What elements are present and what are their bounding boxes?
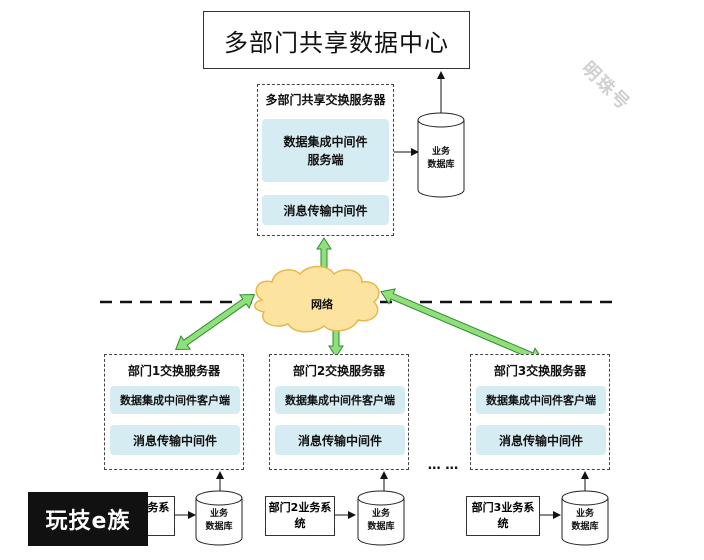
hub-messaging-label: 消息传输中间件 [283,203,368,218]
dept1-server-title: 部门1交换服务器 [127,364,221,378]
dept2-server-title: 部门2交换服务器 [292,364,386,378]
dept2-db-label: 业务 数据库 [358,508,404,534]
dept2-system-line1: 部门2业务系 [268,501,332,514]
dept2-exchange-server: 部门2交换服务器 数据集成中间件客户端 消息传输中间件 [269,354,409,470]
dept3-messaging-panel: 消息传输中间件 [476,425,606,455]
dept2-messaging-panel: 消息传输中间件 [275,425,405,455]
dept1-messaging-panel: 消息传输中间件 [110,425,240,455]
dept2-db-label-line2: 数据库 [367,522,395,532]
hub-integration-line2: 服务端 [307,152,344,167]
dept1-db-label-line2: 数据库 [205,522,233,532]
hub-database [417,112,465,198]
dept3-integration-panel: 数据集成中间件客户端 [476,386,606,414]
hub-server-title: 多部门共享交换服务器 [265,93,386,107]
dept1-db-label: 业务 数据库 [196,508,242,534]
dept1-exchange-server: 部门1交换服务器 数据集成中间件客户端 消息传输中间件 [104,354,244,470]
network-cloud [254,265,380,333]
network-dept1-double-arrow [174,293,256,351]
dept3-db-label-line1: 业务 [575,509,594,519]
dept3-db-label: 业务 数据库 [562,508,608,534]
hub-integration-panel: 数据集成中间件 服务端 [262,119,389,182]
dept2-integration-label: 数据集成中间件客户端 [285,394,395,407]
dept2-business-system: 部门2业务系 统 [265,496,335,536]
dept1-db-label-line1: 业务 [209,509,228,519]
dept2-database [357,490,405,546]
hub-db-label: 业务 数据库 [418,146,464,172]
hub-messaging-panel: 消息传输中间件 [262,195,389,225]
dept2-db-label-line1: 业务 [371,509,390,519]
shared-data-center-title: 多部门共享数据中心 [224,28,449,57]
dept3-exchange-server: 部门3交换服务器 数据集成中间件客户端 消息传输中间件 [470,354,610,470]
site-logo: 玩技e族 [28,492,148,546]
dept3-database [561,490,609,546]
dept1-integration-panel: 数据集成中间件客户端 [110,386,240,414]
shared-data-center: 多部门共享数据中心 [203,11,470,69]
dept1-database [195,490,243,546]
hub-integration-line1: 数据集成中间件 [283,134,368,149]
more-departments-ellipsis: … … [427,458,459,473]
dept3-system-line1: 部门3业务系 [471,501,535,514]
dept2-integration-panel: 数据集成中间件客户端 [275,386,405,414]
dept3-messaging-label: 消息传输中间件 [498,433,583,448]
dept3-system-line2: 统 [497,517,509,530]
hub-db-label-line1: 业务 [431,147,450,157]
dept1-messaging-label: 消息传输中间件 [132,433,217,448]
dept3-integration-label: 数据集成中间件客户端 [486,394,596,407]
network-label: 网络 [311,298,333,311]
dept2-messaging-label: 消息传输中间件 [297,433,382,448]
dept3-server-title: 部门3交换服务器 [493,364,587,378]
dept2-system-line2: 统 [294,517,306,530]
dept1-integration-label: 数据集成中间件客户端 [120,394,230,407]
hub-exchange-server: 多部门共享交换服务器 数据集成中间件 服务端 消息传输中间件 [257,84,394,236]
hub-db-label-line2: 数据库 [427,160,455,170]
dept3-business-system: 部门3业务系 统 [466,496,540,536]
dept3-db-label-line2: 数据库 [571,522,599,532]
